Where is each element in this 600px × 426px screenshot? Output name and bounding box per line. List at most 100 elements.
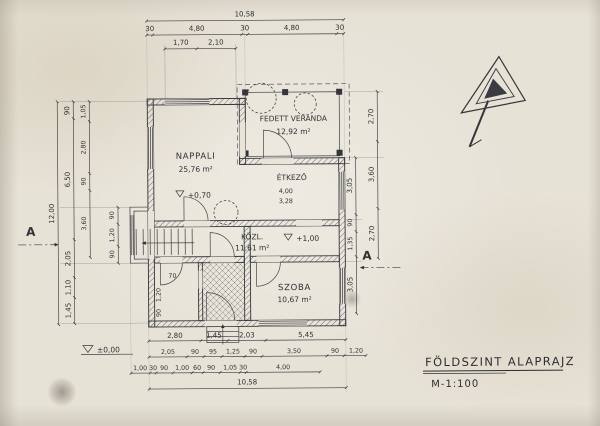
dim-label-left-total: 12,00: [48, 204, 56, 224]
dim-label: 90: [347, 219, 354, 227]
dim-label: 90: [331, 348, 339, 355]
dim-label: 1,20: [109, 228, 116, 242]
dim-label: 3,05: [346, 178, 354, 194]
door-arc: [255, 262, 281, 287]
door-arc: [209, 232, 235, 257]
dim-label: 90: [191, 349, 199, 356]
elevation-markers: ±0,00 +0,70 +1,00: [80, 190, 319, 355]
dimension-chains: 10,58 30 4,80 30 4,80 30 1,70 2,10 12,00…: [48, 10, 380, 391]
window-icon: [339, 171, 345, 210]
room-area-kozl: 11,61 m²: [235, 243, 269, 252]
dim-label: 2,05: [64, 251, 72, 267]
room-area-szoba: 10,67 m²: [277, 295, 311, 304]
dim-label: 90: [207, 365, 215, 372]
dim-label: 60: [193, 365, 201, 372]
dim-label: 90: [63, 106, 71, 115]
dim-label: 30: [240, 24, 249, 32]
room-area-veranda: 12,92 m²: [276, 127, 310, 136]
dim-label: 3,60: [368, 167, 376, 183]
window-icon: [340, 267, 345, 304]
building-walls: [146, 97, 347, 328]
dim-label: 3,60: [81, 216, 88, 230]
dim-label: 1,70: [173, 39, 189, 47]
level-mark-icon: [82, 345, 94, 354]
windows: [148, 99, 345, 326]
dim-label: 2,70: [368, 226, 376, 242]
title-block: FÖLDSZINT ALAPRAJZ M-1:100: [423, 352, 575, 390]
section-letter-left: A: [26, 225, 36, 239]
room-dim: 4,00: [279, 188, 293, 195]
level-mark-icon: [175, 190, 185, 198]
dim-label: 1,25: [226, 348, 240, 355]
room-name-veranda: FEDETT VERANDA: [260, 114, 328, 123]
drawing-title: FÖLDSZINT ALAPRAJZ: [425, 352, 575, 369]
stairs: [135, 228, 195, 256]
dim-label: 1,20: [156, 288, 163, 302]
dim-label: 4,00: [276, 364, 290, 371]
window-icon: [148, 127, 154, 170]
dim-label: 4,80: [189, 25, 205, 33]
dim-label: 6,50: [64, 172, 72, 188]
dim-label: 3,50: [287, 348, 301, 355]
dim-label: 1,05: [80, 104, 87, 118]
drawing-scale: M-1:100: [431, 379, 479, 390]
dim-label: 3,05: [346, 277, 354, 293]
section-markers: A A: [18, 225, 401, 270]
room-dim: 3,28: [279, 198, 293, 205]
veranda-structure: [236, 83, 351, 165]
level-value-hall: +1,00: [296, 234, 319, 243]
dim-label: 30: [239, 364, 247, 371]
level-value-nappali: +0,70: [188, 191, 211, 200]
dim-label: 30: [335, 24, 344, 32]
dim-label: 90: [249, 348, 257, 355]
veranda-roof-outline: [236, 83, 351, 165]
dim-label: 1,35: [347, 237, 354, 251]
door-arc: [159, 262, 183, 286]
dim-label: 2,80: [80, 140, 87, 154]
dim-label: 30: [149, 365, 157, 372]
dim-label: 2,10: [208, 39, 224, 47]
bay-window: [129, 206, 149, 264]
dim-label: 2,03: [239, 331, 255, 339]
dim-label: 90: [109, 250, 116, 258]
dim-label-top-total: 10,58: [235, 10, 255, 18]
level-mark-icon: [283, 233, 293, 241]
bush-icon: [245, 82, 277, 114]
dim-label: 2,05: [161, 349, 175, 356]
level-value-ground: ±0,00: [97, 345, 120, 354]
dim-label: 5,45: [298, 331, 314, 339]
dim-label: 90: [81, 177, 88, 185]
window-icon: [165, 99, 210, 105]
dim-label-bottom-total: 10,58: [237, 378, 257, 386]
dim-label: 30: [145, 25, 154, 33]
dim-label: 90: [156, 309, 163, 317]
tiled-floor-hatch: [202, 262, 245, 321]
room-name-nappali: NAPPALI: [176, 152, 216, 162]
dim-label: 1,00: [175, 365, 189, 372]
dim-label: 2,80: [167, 332, 183, 340]
dim-label: 90: [160, 365, 168, 372]
room-labels: NAPPALI 25,76 m² FEDETT VERANDA 12,92 m²…: [176, 114, 328, 304]
dim-label: 1,00: [133, 365, 147, 372]
dim-label: 1,45: [65, 303, 73, 319]
dim-label: 70: [168, 273, 176, 280]
dim-label: 4,80: [284, 24, 300, 32]
north-arrow-icon: [460, 55, 527, 148]
construction-lines: [59, 23, 384, 394]
section-letter-right: A: [362, 248, 372, 262]
door-arc: [263, 129, 292, 159]
room-name-etkezo: ÉTKEZŐ: [277, 173, 307, 182]
vegetation: [213, 82, 317, 225]
bush-icon: [213, 200, 239, 225]
dim-label: 1,10: [64, 280, 72, 296]
dim-label: 90: [109, 211, 116, 219]
dim-label: 1,20: [349, 348, 363, 355]
veranda-floor-outline: [244, 91, 340, 157]
dim-label: 2,70: [367, 109, 375, 125]
door-arc: [183, 196, 209, 221]
room-name-szoba: SZOBA: [278, 283, 311, 293]
bush-icon: [293, 92, 317, 116]
room-name-kozl: KÖZL.: [241, 232, 263, 241]
